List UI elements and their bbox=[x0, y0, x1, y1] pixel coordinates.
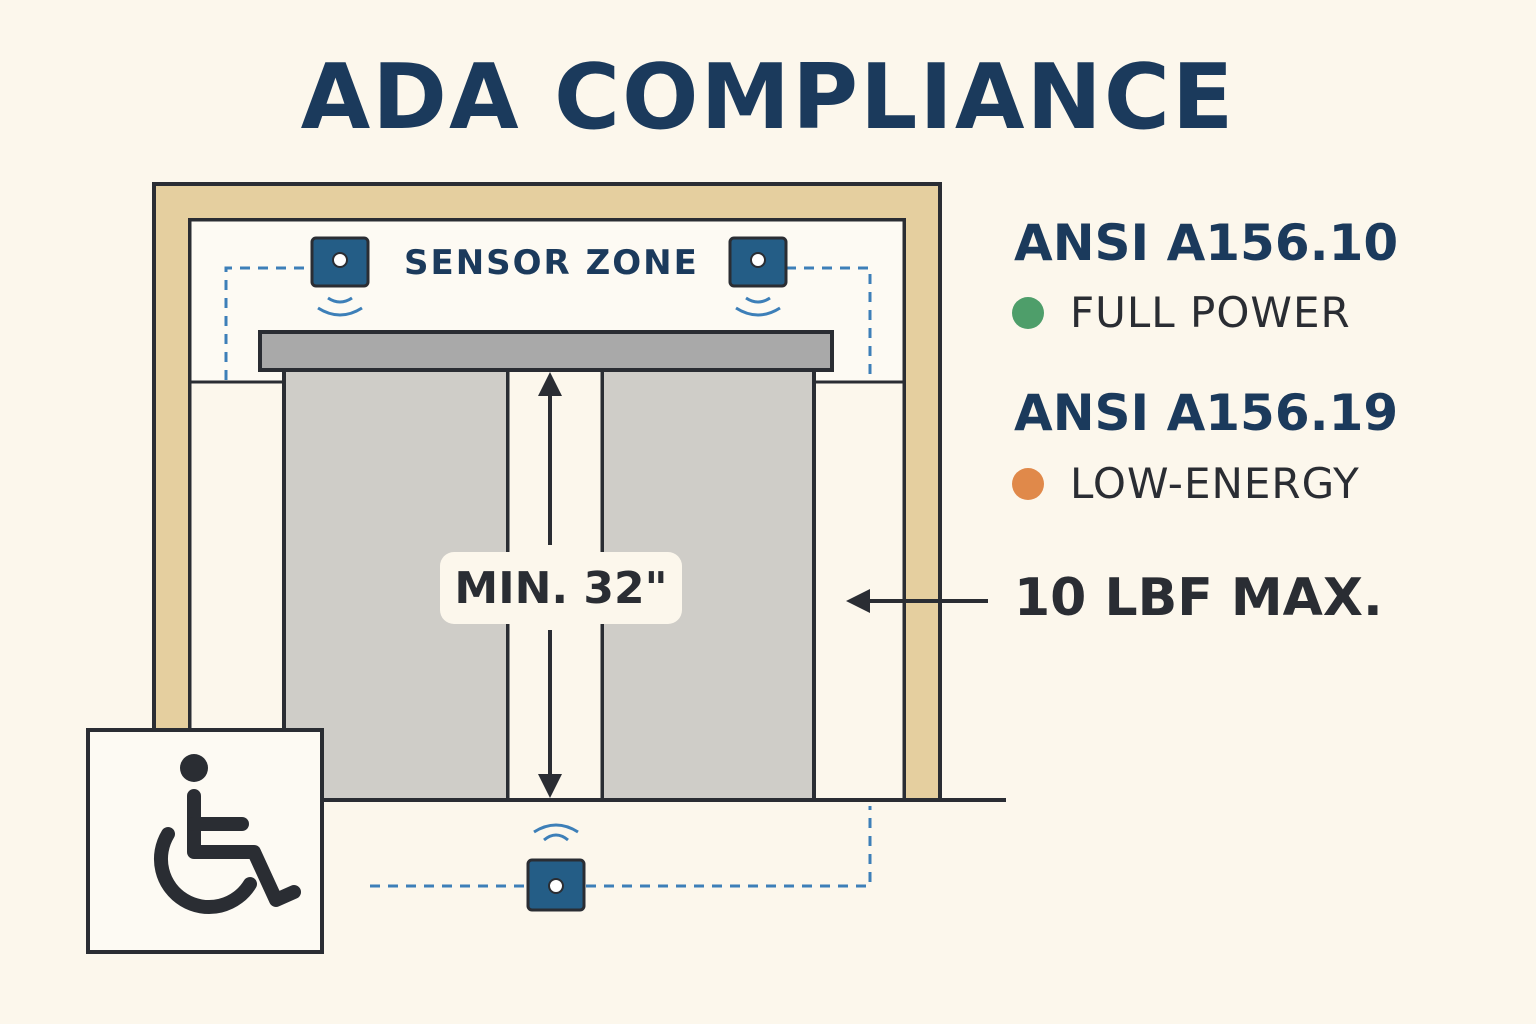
motion-sensor-icon bbox=[310, 236, 370, 317]
standard-heading-low-energy: ANSI A156.19 bbox=[1014, 384, 1399, 442]
legend-low-energy: LOW-ENERGY bbox=[1012, 463, 1360, 505]
sensor-zone-label: SENSOR ZONE bbox=[404, 243, 699, 283]
operator-header-bar bbox=[258, 330, 834, 372]
page-title: ADA COMPLIANCE bbox=[300, 45, 1236, 150]
standard-heading-full-power: ANSI A156.10 bbox=[1014, 214, 1399, 272]
status-dot-green bbox=[1012, 297, 1044, 329]
force-label: 10 LBF MAX. bbox=[1014, 568, 1383, 628]
floor-sensor-zone-outline bbox=[370, 806, 872, 888]
legend-full-power: FULL POWER bbox=[1012, 292, 1351, 334]
legend-label-low-energy: LOW-ENERGY bbox=[1070, 459, 1360, 508]
sensor-zone-outline bbox=[224, 266, 872, 380]
legend-label-full-power: FULL POWER bbox=[1070, 288, 1351, 337]
min-width-label: MIN. 32" bbox=[440, 552, 682, 624]
motion-sensor-icon bbox=[526, 823, 586, 912]
wheelchair-icon bbox=[154, 754, 301, 915]
motion-sensor-icon bbox=[728, 236, 788, 317]
status-dot-orange bbox=[1012, 468, 1044, 500]
